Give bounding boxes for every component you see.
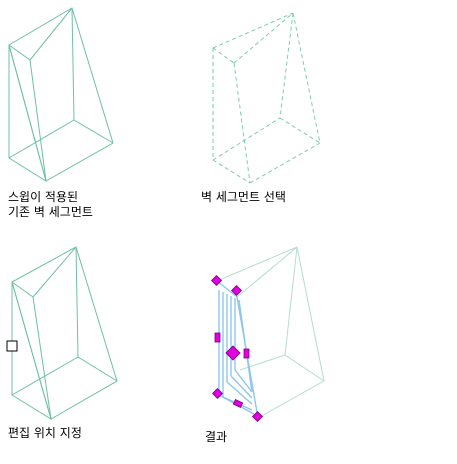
- wall-back-face: [11, 281, 52, 421]
- wall-edge-faded: [236, 246, 298, 298]
- pick-cursor-box: [6, 340, 18, 352]
- wall-edge-dashed: [292, 12, 321, 144]
- wall-edge: [8, 119, 75, 159]
- wall-edge-dashed: [279, 117, 321, 144]
- grip-handle[interactable]: [243, 348, 250, 359]
- caption-line: 결과: [205, 430, 228, 444]
- panel-pick-location: [6, 246, 118, 421]
- wall-edge: [75, 246, 79, 358]
- caption-result: 결과: [205, 430, 227, 445]
- grip-handle[interactable]: [211, 387, 224, 400]
- wall-edge-dashed: [279, 12, 294, 119]
- wall-edge-dashed: [233, 62, 251, 184]
- grip-handle[interactable]: [232, 399, 244, 408]
- wall-edge: [11, 356, 79, 396]
- wall-edge-dashed: [233, 12, 294, 64]
- panel-selected-wall-segment: [212, 12, 321, 184]
- caption-original-wall-segment: 스윕이 적용된 기존 벽 세그먼트: [8, 190, 93, 220]
- caption-line: 스윕이 적용된: [8, 190, 79, 204]
- wall-edge-dashed: [212, 159, 251, 184]
- sweep-hatch: [216, 280, 259, 419]
- caption-line: 벽 세그먼트 선택: [201, 190, 286, 204]
- wall-front-face: [8, 7, 114, 182]
- wall-edge-dashed: [249, 142, 321, 184]
- wall-edge: [71, 7, 75, 121]
- caption-pick-location: 편집 위치 지정: [8, 426, 82, 441]
- panel-original-wall-segment: [8, 7, 114, 183]
- grip-handle[interactable]: [214, 332, 221, 343]
- wall-edge: [8, 44, 31, 61]
- wall-front-face: [11, 246, 118, 420]
- panel-result: [210, 246, 325, 423]
- wall-edge-faded: [239, 354, 286, 371]
- wall-edge-dashed: [212, 12, 294, 49]
- grip-handle[interactable]: [251, 410, 264, 423]
- wall-edge-faded: [284, 354, 325, 382]
- wall-back-face: [8, 44, 47, 183]
- caption-select-wall-segment: 벽 세그먼트 선택: [201, 190, 286, 205]
- grips: [210, 274, 264, 423]
- grip-handle[interactable]: [210, 274, 223, 287]
- wall-edge: [29, 59, 47, 182]
- caption-line: 편집 위치 지정: [8, 426, 82, 440]
- grip-handle[interactable]: [225, 345, 241, 361]
- grip-handle[interactable]: [230, 284, 243, 297]
- wall-edge-dashed: [212, 47, 235, 64]
- wall-edge-faded: [216, 246, 298, 282]
- wall-edge: [32, 296, 52, 420]
- wall-edge-faded: [257, 380, 325, 419]
- wall-edge: [77, 356, 118, 382]
- wall-edge-faded: [296, 246, 325, 382]
- wall-edge: [11, 281, 34, 298]
- wall-edge: [29, 7, 73, 61]
- wall-edge-dashed: [212, 117, 281, 161]
- wall-edge-faded: [284, 246, 298, 356]
- wall-edge: [73, 119, 114, 144]
- caption-line: 기존 벽 세그먼트: [8, 205, 93, 219]
- wall-edge: [32, 246, 77, 298]
